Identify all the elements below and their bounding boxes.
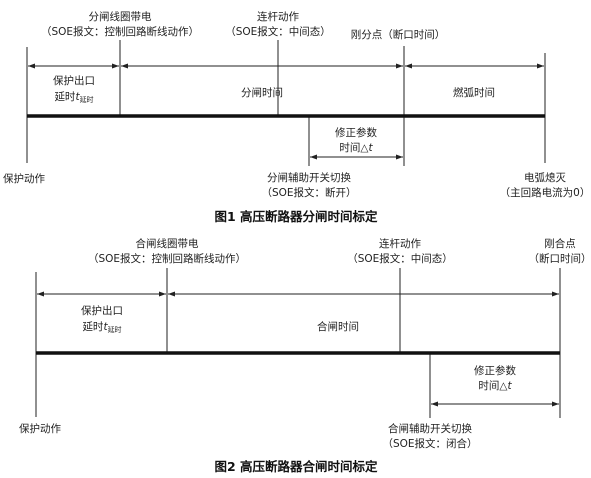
- closing-time-label: 合闸时间: [317, 320, 359, 333]
- protection-delay-label: 保护出口: [53, 74, 95, 87]
- figure-2-caption: 图2 高压断路器合闸时间标定: [214, 459, 378, 474]
- trip-coil-soe-label: （SOE报文：控制回路断线动作）: [41, 25, 199, 38]
- arc-out-detail-label: （主回路电流为0）: [500, 186, 591, 199]
- contact-open-label: 刚分点（断口时间）: [351, 28, 446, 41]
- linkage-soe-label: （SOE报文：中间态）: [225, 25, 331, 38]
- contact-close-detail-label: （断口时间）: [529, 252, 591, 265]
- protection-delay-t-label: 延时t延时: [82, 321, 121, 334]
- correction-label: 修正参数: [474, 364, 516, 377]
- linkage-soe-label: （SOE报文：中间态）: [347, 252, 453, 265]
- protection-action-label: 保护动作: [3, 172, 45, 185]
- linkage-label: 连杆动作: [379, 237, 421, 250]
- arcing-time-label: 燃弧时间: [453, 86, 495, 99]
- aux-switch-label: 合闸辅助开关切换: [388, 422, 472, 435]
- aux-switch-soe-label: （SOE报文：断开）: [261, 186, 356, 199]
- arc-out-label: 电弧熄灭: [524, 171, 566, 184]
- correction-label: 修正参数: [335, 126, 377, 139]
- correction-t-label: 时间△t: [339, 141, 373, 154]
- correction-t-label: 时间△t: [478, 379, 512, 392]
- figure-1: 分闸线圈带电 （SOE报文：控制回路断线动作） 连杆动作 （SOE报文：中间态）…: [3, 10, 590, 224]
- figure-2: 合闸线圈带电 （SOE报文：控制回路断线动作） 连杆动作 （SOE报文：中间态）…: [19, 237, 591, 474]
- close-coil-soe-label: （SOE报文：控制回路断线动作）: [88, 252, 246, 265]
- aux-switch-label: 分闸辅助开关切换: [267, 171, 351, 184]
- figure-1-caption: 图1 高压断路器分闸时间标定: [214, 209, 378, 224]
- protection-delay-t-label: 延时t延时: [54, 91, 93, 104]
- protection-delay-label: 保护出口: [81, 304, 123, 317]
- opening-time-label: 分闸时间: [241, 86, 283, 99]
- trip-coil-label: 分闸线圈带电: [89, 10, 152, 23]
- protection-action-label: 保护动作: [19, 422, 61, 435]
- contact-close-label: 刚合点: [544, 237, 576, 250]
- close-coil-label: 合闸线圈带电: [136, 237, 199, 250]
- linkage-label: 连杆动作: [257, 10, 299, 23]
- aux-switch-soe-label: （SOE报文：闭合）: [382, 437, 477, 450]
